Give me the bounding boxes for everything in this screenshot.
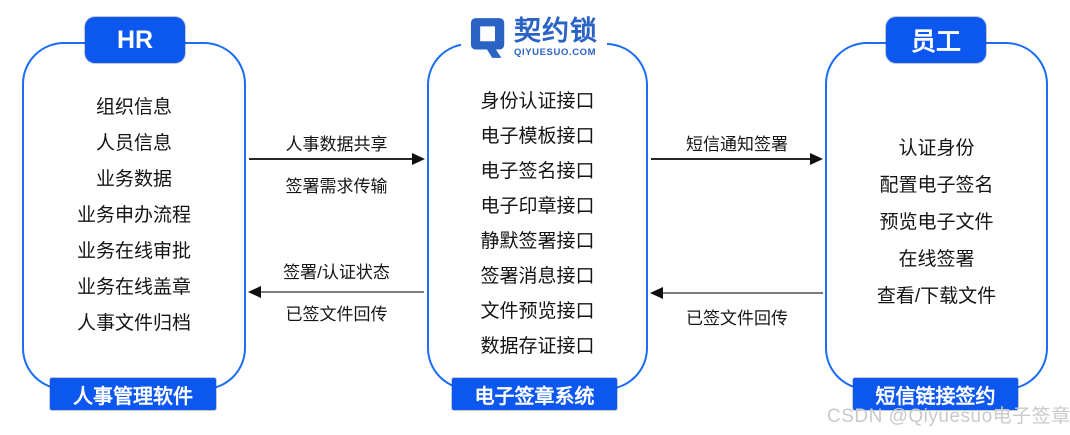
arrow-left-line [261, 291, 424, 293]
list-item: 数据存证接口 [480, 335, 595, 357]
arrow-right-head-icon [810, 153, 823, 165]
esign-panel-items: 身份认证接口 电子模板接口 电子签名接口 电子印章接口 静默签署接口 签署消息接… [480, 84, 594, 364]
arrow-label: 人事数据共享 [285, 135, 388, 154]
arrow-label: 已签文件回传 [285, 305, 388, 324]
csdn-watermark: CSDN @Qiyuesuo电子签章 [827, 406, 1070, 427]
arrow-label: 签署/认证状态 [283, 263, 390, 282]
list-item: 电子签名接口 [480, 160, 595, 182]
employee-footer-badge: 短信链接签约 [853, 378, 1018, 410]
qiyuesuo-q-icon [470, 18, 505, 58]
arrow-right-line [249, 158, 412, 160]
list-item: 认证身份 [898, 137, 975, 159]
arrow-left-head-icon [650, 287, 663, 299]
esign-footer-badge: 电子签章系统 [452, 378, 617, 410]
list-item: 业务在线审批 [76, 241, 191, 262]
arrow-right-head-icon [412, 153, 425, 165]
list-item: 身份认证接口 [480, 90, 595, 112]
hr-panel: 组织信息 人员信息 业务数据 业务申办流程 业务在线审批 业务在线盖章 人事文件… [22, 42, 246, 390]
list-item: 业务数据 [95, 169, 172, 190]
list-item: 预览电子文件 [879, 211, 994, 233]
employee-header-badge: 员工 [886, 17, 986, 63]
employee-panel-items: 认证身份 配置电子签名 预览电子文件 在线签署 查看/下载文件 [877, 130, 996, 315]
hr-header-badge: HR [85, 17, 185, 63]
arrow-left-line [663, 292, 823, 294]
arrow-label: 签署需求传输 [285, 177, 388, 196]
list-item: 静默签署接口 [480, 230, 595, 252]
arrow-label: 短信通知签署 [686, 135, 788, 154]
esign-panel: 身份认证接口 电子模板接口 电子签名接口 电子印章接口 静默签署接口 签署消息接… [427, 43, 648, 390]
arrow-label: 已签文件回传 [686, 309, 788, 328]
qiyuesuo-logo-text: 契约锁 QIYUESUO.COM [514, 15, 598, 58]
list-item: 配置电子签名 [879, 174, 994, 196]
list-item: 查看/下载文件 [876, 285, 997, 307]
list-item: 文件预览接口 [480, 300, 595, 322]
logo-domain: QIYUESUO.COM [514, 46, 597, 58]
logo-name: 契约锁 [514, 15, 598, 46]
list-item: 在线签署 [898, 248, 975, 270]
arrow-right-line [651, 158, 810, 160]
arrow-left-head-icon [248, 286, 261, 298]
qiyuesuo-logo: 契约锁 QIYUESUO.COM [461, 13, 607, 62]
list-item: 组织信息 [95, 97, 172, 118]
hr-panel-items: 组织信息 人员信息 业务数据 业务申办流程 业务在线审批 业务在线盖章 人事文件… [77, 90, 191, 342]
list-item: 人员信息 [95, 133, 172, 154]
list-item: 电子模板接口 [480, 125, 595, 147]
employee-panel: 认证身份 配置电子签名 预览电子文件 在线签署 查看/下载文件 [825, 42, 1048, 390]
list-item: 业务在线盖章 [76, 277, 191, 298]
list-item: 业务申办流程 [76, 205, 191, 226]
hr-footer-badge: 人事管理软件 [50, 378, 216, 410]
list-item: 电子印章接口 [480, 195, 595, 217]
list-item: 签署消息接口 [480, 265, 595, 287]
list-item: 人事文件归档 [76, 313, 191, 334]
